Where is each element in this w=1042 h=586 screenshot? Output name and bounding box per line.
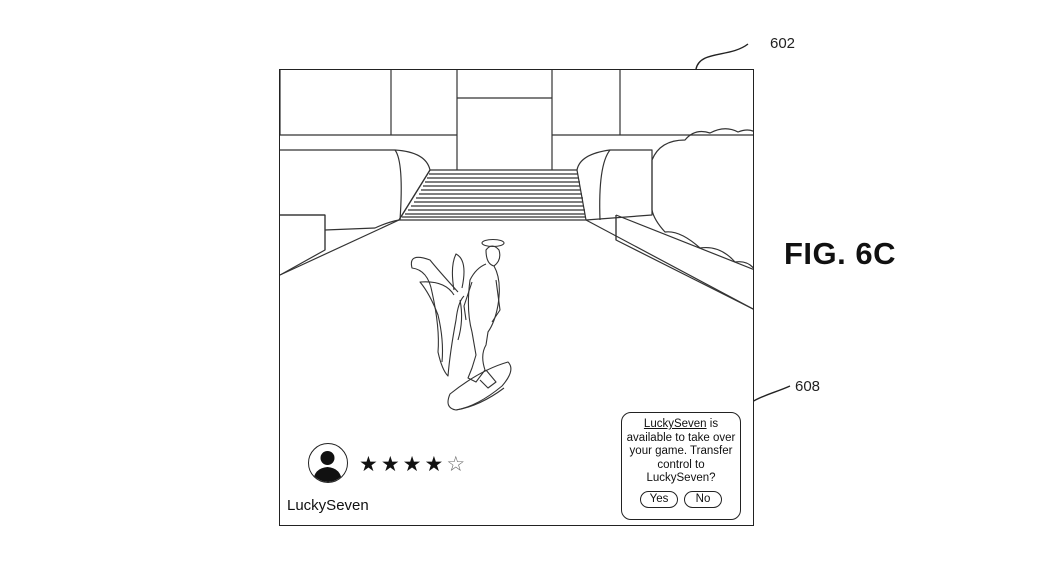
player-rating: ★★★★☆ — [359, 453, 468, 475]
person-silhouette-icon — [313, 451, 342, 482]
dialog-message: LuckySeven is available to take over you… — [622, 418, 740, 486]
transfer-control-dialog: LuckySeven is available to take over you… — [621, 412, 741, 520]
floor-right-edge — [585, 219, 753, 310]
dialog-body: available to take over your game. Transf… — [626, 431, 736, 485]
left-wall — [280, 149, 431, 276]
dialog-username-link[interactable]: LuckySeven — [643, 418, 707, 430]
back-wall — [280, 70, 753, 170]
yes-button[interactable]: Yes — [640, 490, 678, 508]
player-name: LuckySeven — [287, 497, 369, 514]
star-filled-icon: ★ — [402, 452, 425, 476]
star-filled-icon: ★ — [380, 452, 403, 476]
player-avatar[interactable] — [308, 443, 348, 483]
game-screen[interactable]: ★★★★☆ LuckySeven LuckySeven is available… — [279, 69, 754, 526]
right-wall — [576, 149, 753, 310]
star-filled-icon: ★ — [424, 452, 447, 476]
dialog-line1-suffix: is — [706, 418, 719, 430]
leader-602 — [695, 43, 749, 70]
figure-label: FIG. 6C — [784, 236, 897, 271]
bush — [651, 128, 753, 269]
star-filled-icon: ★ — [359, 452, 381, 476]
reference-numeral-602: 602 — [770, 35, 796, 52]
no-button[interactable]: No — [684, 490, 722, 508]
dialog-buttons: Yes No — [622, 490, 740, 508]
staircase — [398, 169, 587, 221]
game-scene — [280, 70, 753, 411]
angel-character — [410, 238, 512, 411]
star-empty-icon: ☆ — [446, 452, 469, 476]
reference-numeral-608: 608 — [795, 378, 821, 395]
floor-left-edge — [280, 219, 400, 276]
